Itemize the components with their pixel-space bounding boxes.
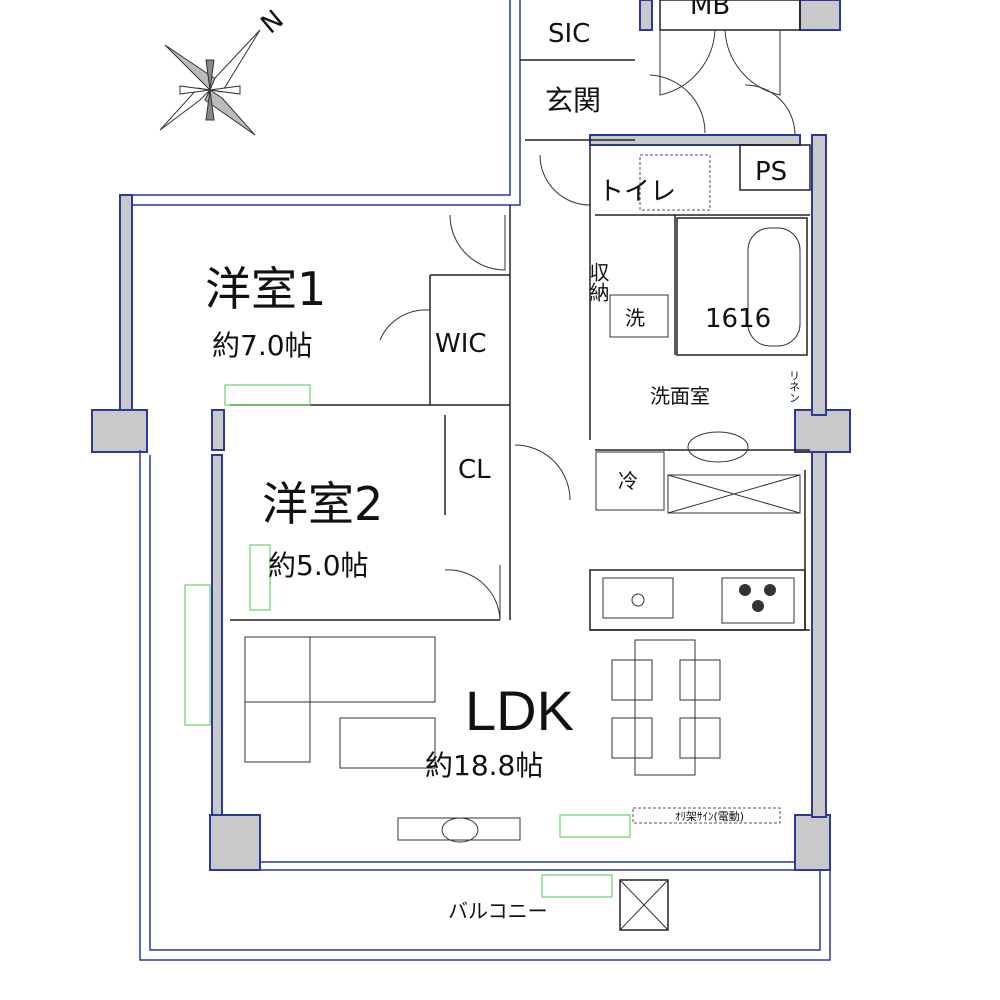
room-storage: 収納: [586, 262, 610, 302]
room-mb: MB: [690, 0, 730, 21]
room-sic: SIC: [548, 19, 590, 49]
room-wic: WIC: [435, 329, 487, 359]
room-bath: 1616: [705, 304, 771, 334]
sash-annotation: ｵﾘ架ｻｲﾝ(電動): [675, 809, 744, 823]
compass-icon: [159, 29, 261, 136]
room-washer: 洗: [625, 306, 645, 330]
north-label: N: [256, 5, 290, 40]
furniture: [184, 384, 781, 931]
room-balcony: バルコニー: [448, 899, 548, 923]
room-cl: CL: [458, 455, 491, 485]
room-size-western1: 約7.0帖: [212, 329, 313, 362]
room-linen: リネン: [788, 370, 801, 403]
room-toilet: トイレ: [598, 177, 676, 207]
room-fridge: 冷: [618, 469, 638, 493]
room-ps: PS: [755, 157, 787, 187]
room-name-ldk: LDK: [465, 679, 574, 742]
room-name-western2: 洋室2: [262, 477, 383, 531]
room-size-ldk: 約18.8帖: [425, 749, 543, 782]
room-entrance: 玄関: [545, 84, 601, 117]
walls: [91, 0, 851, 961]
bathroom-fixtures: [609, 154, 808, 463]
kitchen: [595, 451, 801, 624]
doors: [379, 29, 796, 621]
room-name-western1: 洋室1: [205, 262, 326, 316]
room-size-western2: 約5.0帖: [268, 549, 369, 582]
room-washroom: 洗面室: [650, 384, 710, 408]
